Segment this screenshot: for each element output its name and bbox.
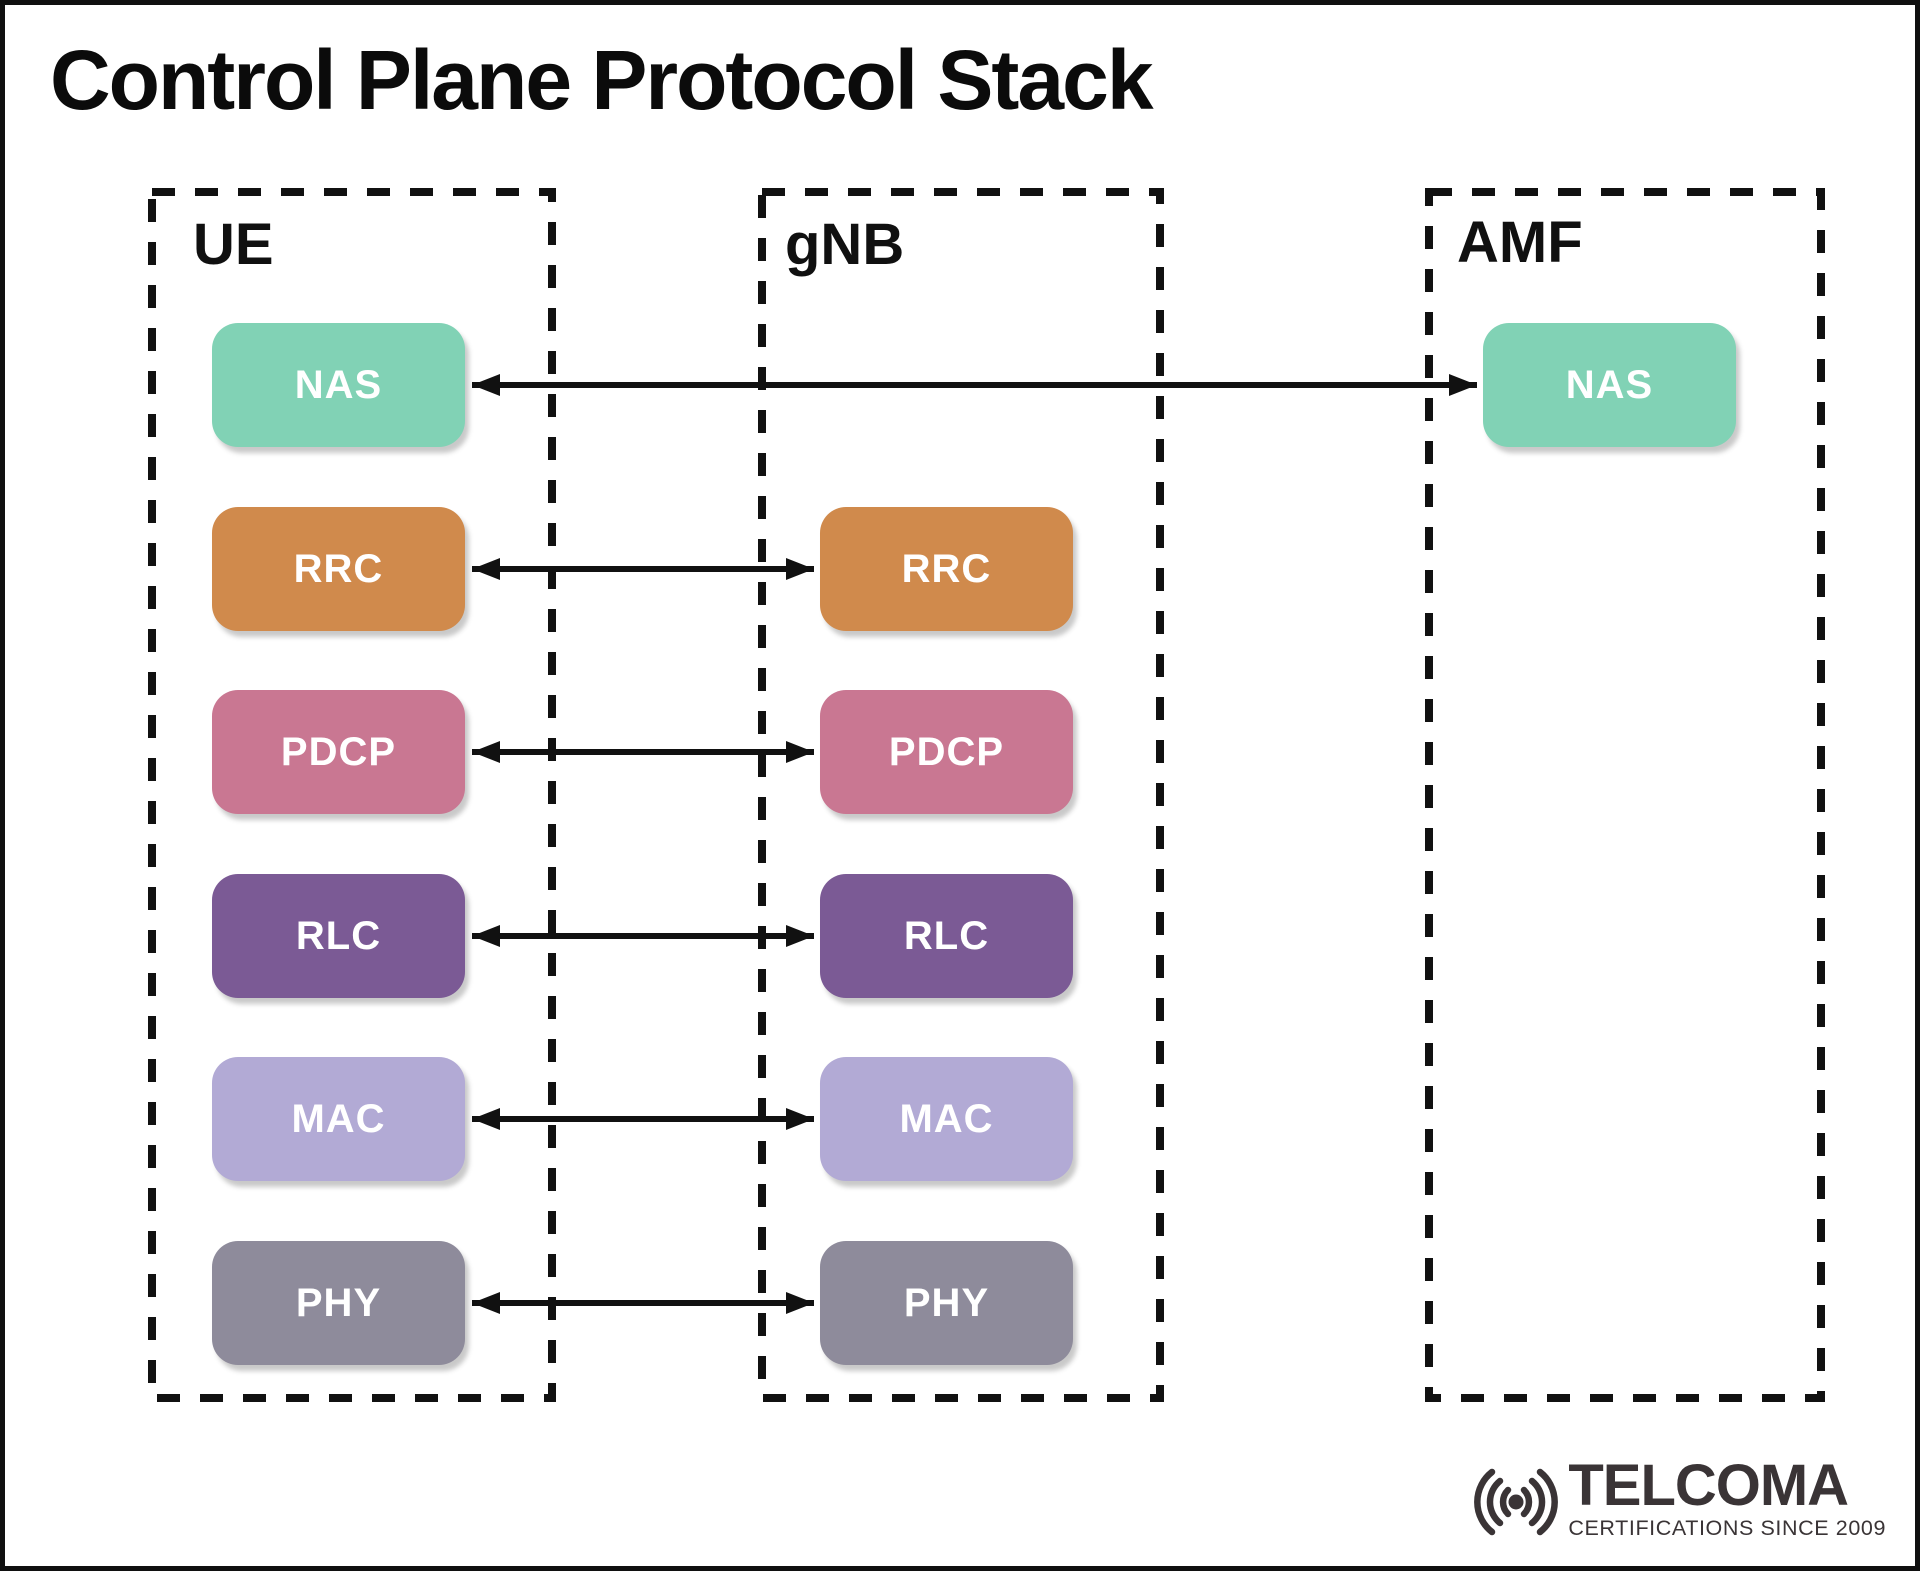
page-title: Control Plane Protocol Stack: [50, 33, 1154, 127]
gnb-rlc-layer-box: RLC: [820, 874, 1073, 998]
ue-rrc-layer-box: RRC: [212, 507, 465, 631]
ue-dashed-box: [148, 188, 556, 1402]
broadcast-icon: [1474, 1468, 1559, 1535]
ue-entity-label: UE: [193, 212, 274, 277]
ue-pdcp-layer-box: PDCP: [212, 690, 465, 814]
gnb-pdcp-layer-box: PDCP: [820, 690, 1073, 814]
logo-tagline: CERTIFICATIONS SINCE 2009: [1568, 1516, 1886, 1540]
gnb-mac-layer-box: MAC: [820, 1057, 1073, 1181]
gnb-rrc-layer-box: RRC: [820, 507, 1073, 631]
ue-nas-layer-box: NAS: [212, 323, 465, 447]
amf-dashed-box: [1425, 188, 1825, 1402]
ue-phy-layer-box: PHY: [212, 1241, 465, 1365]
amf-nas-layer-box: NAS: [1483, 323, 1736, 447]
gnb-dashed-box: [758, 188, 1164, 1402]
ue-rlc-layer-box: RLC: [212, 874, 465, 998]
ue-mac-layer-box: MAC: [212, 1057, 465, 1181]
telcoma-logo: TELCOMA CERTIFICATIONS SINCE 2009: [1470, 1453, 1886, 1541]
gnb-entity-label: gNB: [785, 212, 905, 277]
gnb-phy-layer-box: PHY: [820, 1241, 1073, 1365]
logo-name: TELCOMA: [1568, 1453, 1849, 1519]
amf-entity-label: AMF: [1457, 210, 1583, 275]
